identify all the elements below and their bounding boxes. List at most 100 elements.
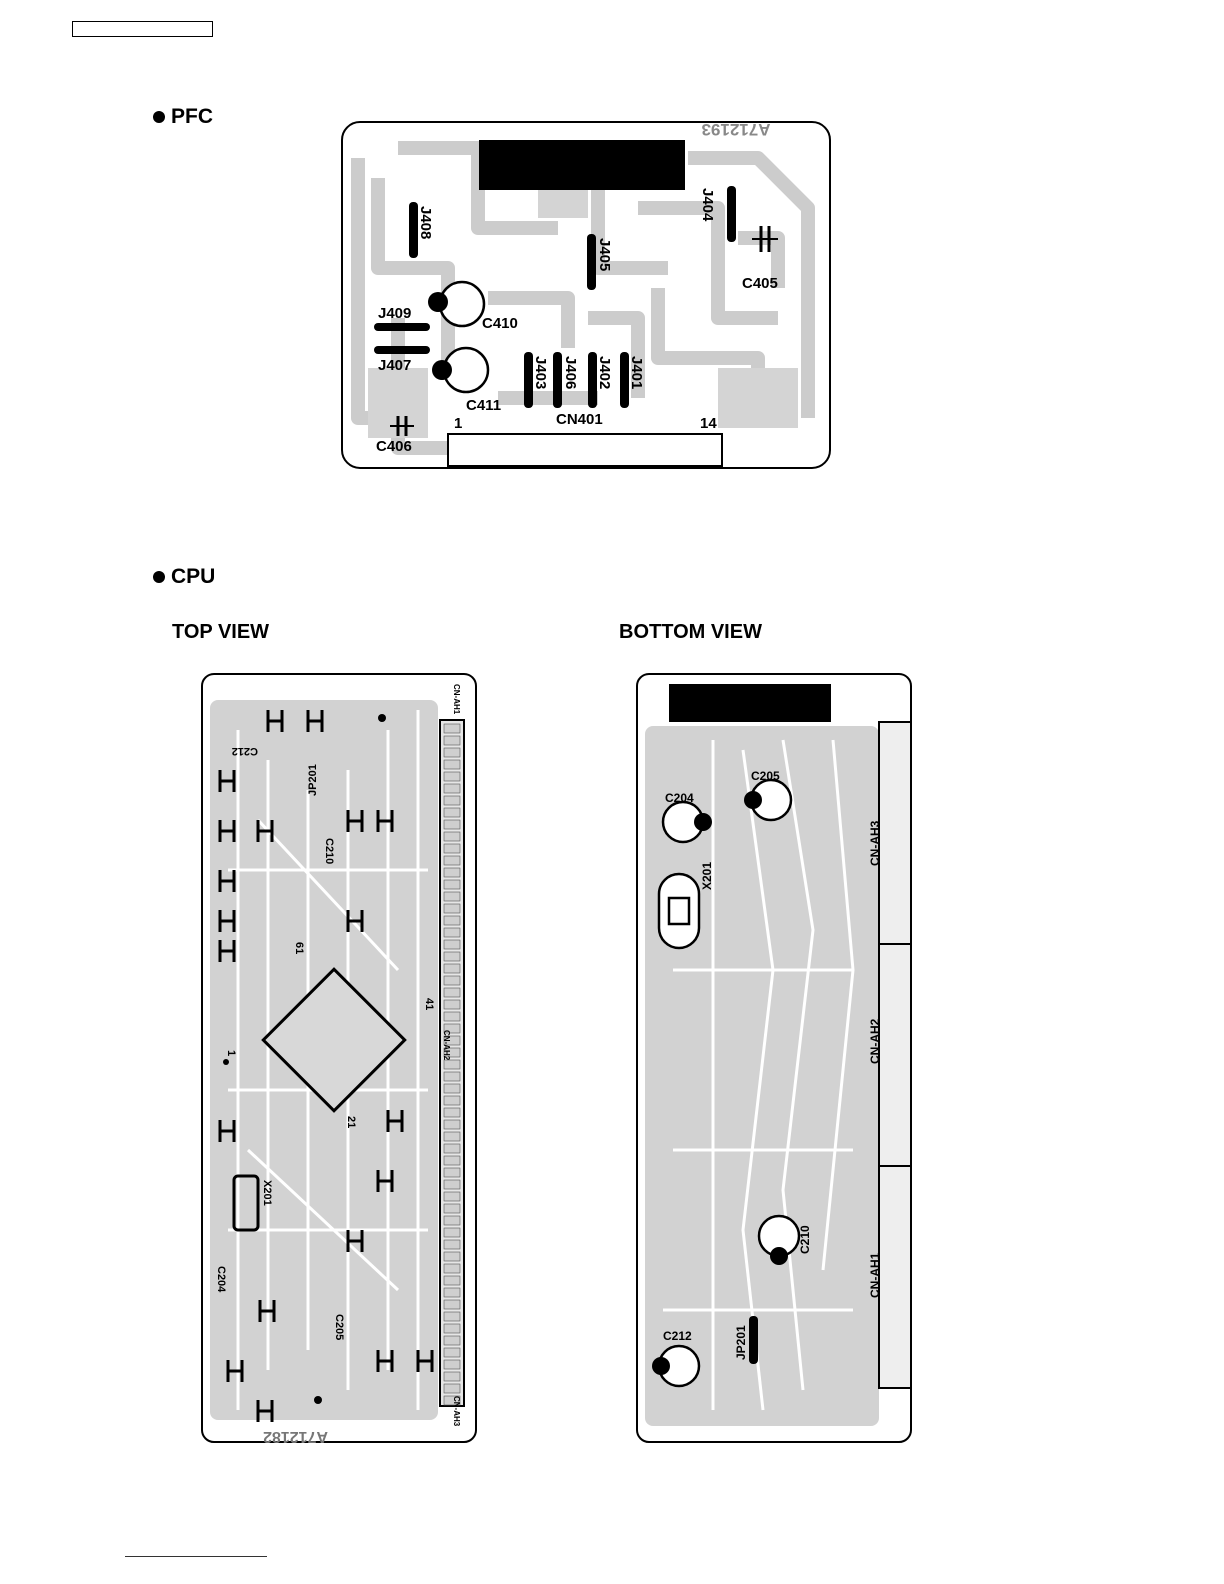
connector-pin [444,1120,460,1129]
connector-pin [444,1204,460,1213]
connector-pin [444,904,460,913]
label-pin1: 1 [225,1050,237,1056]
connector-pin [444,964,460,973]
label-j404: J404 [699,188,716,222]
connector-pin [444,820,460,829]
label-jp201: JP201 [307,764,319,796]
label-c205: C205 [333,1314,345,1340]
connector-pin [444,940,460,949]
connector-pin [444,1072,460,1081]
cpu-bottom-connector-strip [879,722,911,1388]
pfc-title-text: PFC [171,105,213,129]
cpu-top-board: CN-AH1 CN-AH2 CN-AH3 C212 JP201 C210 61 … [198,670,480,1446]
connector-pin [444,928,460,937]
top-view-label: TOP VIEW [172,621,269,644]
label-pin61: 61 [293,942,305,954]
label-c410: C410 [482,315,518,332]
connector-pin [444,1180,460,1189]
label-cn-ah1: CN-AH1 [452,684,461,715]
label-cn-ah3: CN-AH3 [868,820,882,866]
connector-pin [444,1288,460,1297]
connector-pin [444,1372,460,1381]
connector-pin [444,1168,460,1177]
label-pin14: 14 [700,415,717,432]
connector-pin [444,1252,460,1261]
connector-pin [444,1360,460,1369]
label-c405: C405 [742,275,778,292]
connector-pin [444,1384,460,1393]
cpu-top-connector-pins [444,724,460,1405]
footer-line [125,1556,267,1557]
connector-pin [444,1192,460,1201]
connector-pin [444,976,460,985]
label-j402: J402 [596,356,613,389]
label-x201: X201 [700,862,714,890]
connector-pin [444,724,460,733]
label-x201: X201 [261,1180,273,1206]
connector-pin [444,880,460,889]
connector-pin [444,1276,460,1285]
bottom-view-label: BOTTOM VIEW [619,621,762,644]
label-jp201: JP201 [734,1325,748,1360]
connector-pin [444,988,460,997]
label-j408: J408 [417,206,434,239]
pfc-board: A712193 J408 J404 J405 C405 J409 C410 J4… [338,118,834,474]
label-c204: C204 [665,791,694,805]
connector-pin [444,892,460,901]
pfc-label-block [479,140,685,190]
connector-pin [444,736,460,745]
connector-pin [444,1312,460,1321]
connector-pin [444,1132,460,1141]
label-cn-ah1: CN-AH1 [868,1252,882,1298]
label-c204: C204 [215,1266,227,1293]
label-j403: J403 [532,356,549,389]
label-j409: J409 [378,305,411,322]
label-c205: C205 [751,769,780,783]
connector-pin [444,760,460,769]
label-c411: C411 [466,397,501,414]
pfc-section-title: PFC [153,105,213,129]
connector-pin [444,1348,460,1357]
cpu-bottom-label-block [669,684,831,722]
label-cn-ah3: CN-AH3 [452,1396,461,1427]
connector-pin [444,1144,460,1153]
bullet-icon [153,111,165,123]
label-c212: C212 [232,745,258,757]
label-pin41: 41 [423,998,435,1010]
label-c212: C212 [663,1329,692,1343]
connector-pin [444,796,460,805]
connector-pin [444,856,460,865]
pfc-board-id: A712193 [701,120,770,139]
label-c406: C406 [376,438,412,455]
label-pin21: 21 [345,1116,357,1128]
connector-pin [444,784,460,793]
label-j406: J406 [562,356,579,389]
label-j407: J407 [378,357,411,374]
connector-pin [444,1240,460,1249]
label-c210: C210 [798,1225,812,1254]
label-board-id: A712182 [263,1428,328,1445]
bullet-icon [153,571,165,583]
connector-pin [444,772,460,781]
connector-pin [444,832,460,841]
connector-pin [444,1156,460,1165]
connector-pin [444,1300,460,1309]
connector-pin [444,1000,460,1009]
label-cn401: CN401 [556,411,603,428]
connector-pin [444,1084,460,1093]
connector-pin [444,808,460,817]
label-j401: J401 [628,356,645,389]
connector-pin [444,748,460,757]
connector-pin [444,916,460,925]
cpu-title-text: CPU [171,565,215,589]
connector-pin [444,868,460,877]
label-cn-ah2: CN-AH2 [442,1030,451,1061]
connector-pin [444,1108,460,1117]
connector-pin [444,1012,460,1021]
label-j405: J405 [596,238,613,271]
connector-pin [444,1336,460,1345]
connector-pin [444,1216,460,1225]
connector-pin [444,1264,460,1273]
connector-pin [444,844,460,853]
connector-pin [444,952,460,961]
